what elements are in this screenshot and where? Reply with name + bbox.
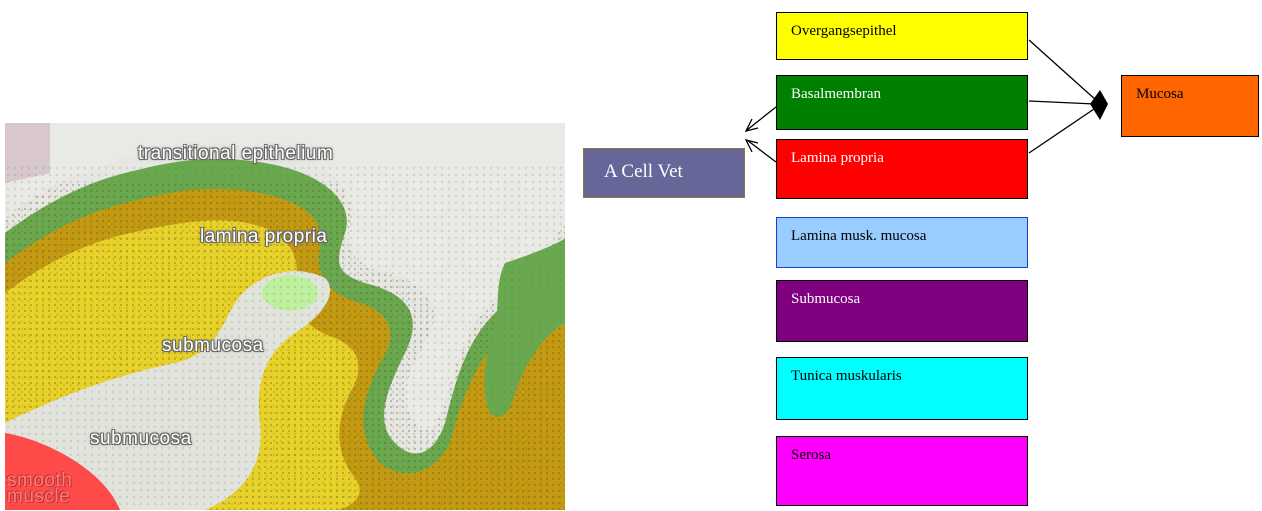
layer-basalmembran: Basalmembran (776, 75, 1028, 130)
layer-overgangsepithel: Overgangsepithel (776, 12, 1028, 60)
layer-submucosa: Submucosa (776, 280, 1028, 342)
layer-tunica-muskularis: Tunica muskularis (776, 357, 1028, 420)
layer-lamina-propria: Lamina propria (776, 139, 1028, 199)
mucosa-box: Mucosa (1121, 75, 1259, 137)
layer-serosa: Serosa (776, 436, 1028, 506)
layer-lamina-musk-mucosa: Lamina musk. mucosa (776, 217, 1028, 268)
